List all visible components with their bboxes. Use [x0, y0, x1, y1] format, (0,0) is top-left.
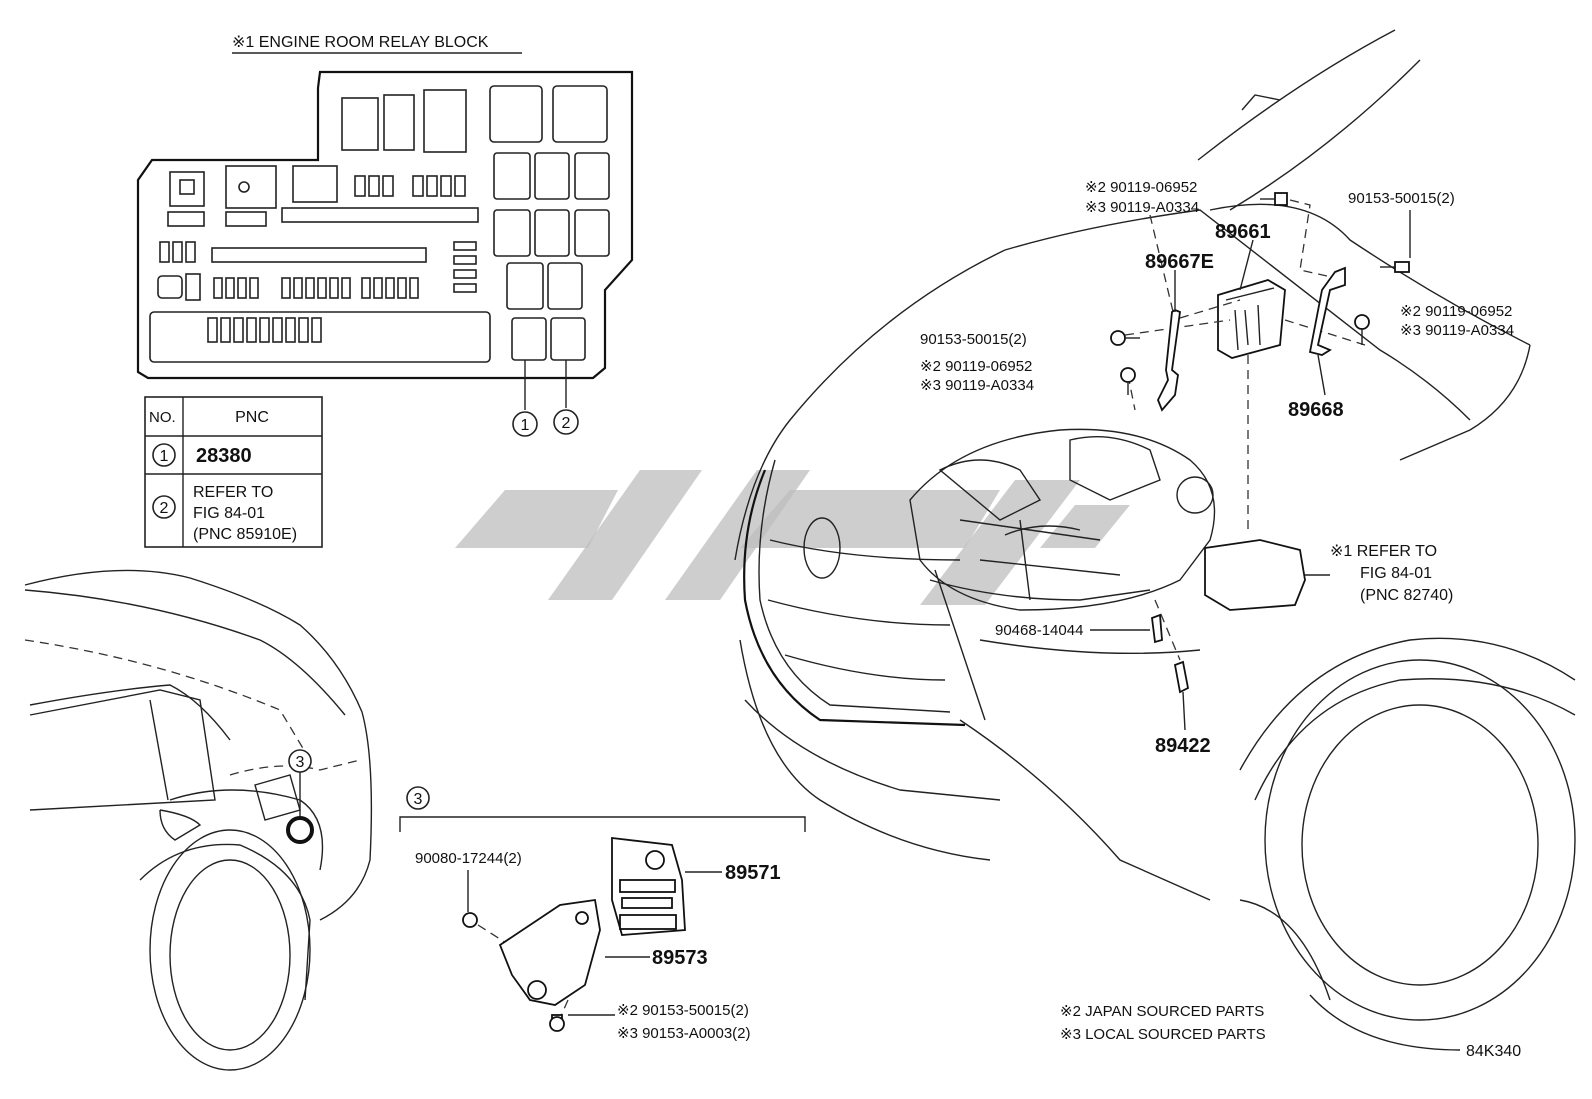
svg-text:2: 2 [160, 500, 169, 517]
label-relay-ref-line2: FIG 84-01 [1360, 565, 1432, 582]
label-89573: 89573 [652, 947, 708, 969]
detail-bracket-line [399, 816, 806, 832]
legend: ※2 JAPAN SOURCED PARTS ※3 LOCAL SOURCED … [1060, 1003, 1266, 1043]
relay-box-82740 [1204, 539, 1306, 611]
fuse [493, 209, 531, 257]
label-relay-ref-line1: ※1 REFER TO [1330, 543, 1437, 560]
bracket-89668 [1308, 266, 1346, 356]
label-bolt-mid-left: 90153-50015(2) [920, 331, 1027, 348]
legend-local-sourced: ※3 LOCAL SOURCED PARTS [1060, 1026, 1266, 1043]
table-header-pnc: PNC [235, 409, 269, 426]
label-bolt-detail3-line1: ※2 90153-50015(2) [617, 1002, 749, 1019]
table-header-no: NO. [149, 409, 176, 426]
svg-text:28380: 28380 [196, 445, 252, 467]
bracket-89573 [498, 898, 601, 1006]
label-bolt-right-line2: ※3 90119-A0334 [1400, 322, 1514, 339]
nut [462, 912, 478, 928]
bolt-top-left [1260, 192, 1288, 206]
fuse [547, 262, 583, 310]
table-row-2: 2 REFER TO FIG 84-01 (PNC 85910E) [152, 484, 297, 543]
ecu-89661 [1217, 279, 1286, 359]
fuse [506, 262, 544, 310]
label-89661: 89661 [1215, 221, 1271, 243]
label-90468-14044: 90468-14044 [995, 622, 1083, 639]
svg-text:3: 3 [414, 791, 423, 808]
label-bolt-top-right: 90153-50015(2) [1348, 190, 1455, 207]
bolt-top-right [1380, 210, 1411, 273]
clamp-90468 [1151, 613, 1163, 644]
label-89422: 89422 [1155, 735, 1211, 757]
relay-small [225, 165, 277, 209]
label-bolt-low-left-line2: ※3 90119-A0334 [920, 377, 1034, 394]
bolt-detail3 [549, 1014, 565, 1032]
relay-block-title: ※1 ENGINE ROOM RELAY BLOCK [232, 34, 489, 51]
sensor-89422 [1173, 660, 1190, 694]
label-89571: 89571 [725, 862, 781, 884]
fuse-strip [281, 207, 479, 223]
vehicle-front-view [734, 29, 1576, 1051]
relay-1 [511, 317, 547, 361]
label-90080-17244: 90080-17244(2) [415, 850, 522, 867]
bracket-89667E [1157, 308, 1181, 412]
svg-text:REFER TO: REFER TO [193, 484, 273, 501]
location-marker [286, 816, 314, 844]
fuse [534, 209, 570, 257]
relay-block: ※1 ENGINE ROOM RELAY BLOCK [136, 34, 634, 437]
relay-small [292, 165, 338, 203]
svg-text:1: 1 [521, 417, 530, 434]
engine-ecu-assembly: ※2 90119-06952 ※3 90119-A0334 90153-5001… [920, 179, 1514, 757]
bolt-mid-left [1110, 330, 1140, 346]
label-relay-ref-line3: (PNC 82740) [1360, 587, 1453, 604]
bolt-right [1354, 314, 1370, 345]
figure-code: 84K340 [1466, 1043, 1521, 1060]
label-bolt-top-left-line1: ※2 90119-06952 [1085, 179, 1197, 196]
vehicle-rear-view: 3 [24, 569, 373, 1071]
svg-text:FIG 84-01: FIG 84-01 [193, 505, 265, 522]
fuse [493, 152, 531, 200]
detail-3: 3 90080-17244(2) 89571 89573 ※2 90153-50… [399, 786, 806, 1042]
bolt-low-left [1120, 367, 1136, 395]
callout-3-detail: 3 [406, 786, 430, 810]
label-bolt-top-left-line2: ※3 90119-A0334 [1085, 199, 1199, 216]
relay [423, 89, 467, 153]
svg-text:(PNC 85910E): (PNC 85910E) [193, 526, 297, 543]
callout-3-car: 3 [288, 749, 312, 773]
relay-small [169, 171, 205, 207]
fuse [574, 209, 610, 257]
relay-small [179, 179, 195, 195]
relay-2 [550, 317, 586, 361]
watermark-logo [455, 470, 1130, 605]
label-bolt-right-line1: ※2 90119-06952 [1400, 303, 1512, 320]
relay-block-outline [136, 70, 634, 380]
svg-text:2: 2 [562, 415, 571, 432]
svg-text:3: 3 [296, 754, 305, 771]
pnc-table: NO. PNC 1 28380 2 REFER TO FIG 84-01 (PN… [144, 396, 323, 548]
relay [341, 97, 379, 151]
callout-1: 1 [512, 411, 538, 437]
fuse [574, 152, 610, 200]
connector-pins [207, 317, 322, 343]
fuse [534, 152, 570, 200]
relay [383, 94, 415, 151]
label-89667E: 89667E [1145, 251, 1214, 273]
label-89668: 89668 [1288, 399, 1344, 421]
legend-japan-sourced: ※2 JAPAN SOURCED PARTS [1060, 1003, 1264, 1020]
mini-fuse-row [213, 277, 419, 299]
label-bolt-low-left-line1: ※2 90119-06952 [920, 358, 1032, 375]
fuse-strip [211, 247, 427, 263]
label-bolt-detail3-line2: ※3 90153-A0003(2) [617, 1025, 751, 1042]
relay [552, 85, 608, 143]
relay [489, 85, 543, 143]
callout-2: 2 [553, 409, 579, 435]
svg-text:1: 1 [160, 448, 169, 465]
table-row-1: 1 28380 [152, 443, 252, 467]
